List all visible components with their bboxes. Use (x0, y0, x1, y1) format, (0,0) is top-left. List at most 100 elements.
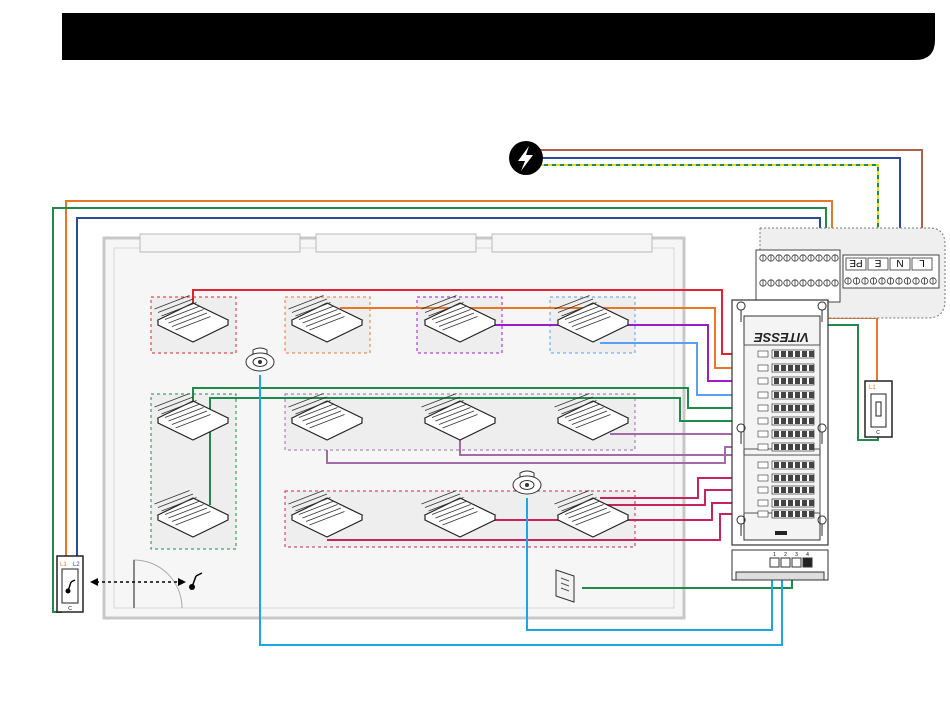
window (140, 234, 300, 252)
controller: VITESSE (732, 300, 828, 545)
connector-pin (788, 444, 793, 450)
connector-pin (774, 405, 779, 411)
connector-pin (781, 351, 786, 357)
controller-brand: VITESSE (754, 330, 809, 345)
connector-pin (788, 392, 793, 398)
window (492, 234, 652, 252)
connector-tab (758, 487, 768, 493)
connector-pin (781, 405, 786, 411)
connector-pin (809, 462, 814, 468)
connector-tab (758, 378, 768, 384)
connector-pin (788, 378, 793, 384)
connector-pin (809, 418, 814, 424)
connector-pin (781, 365, 786, 371)
connector-pin (774, 392, 779, 398)
connector-tab (758, 392, 768, 398)
terminal-label: PE (849, 257, 863, 268)
connector-tab (758, 431, 768, 437)
connector-pin (802, 444, 807, 450)
connector-pin (781, 500, 786, 506)
port-label: 2 (784, 552, 787, 558)
connector-pin (809, 431, 814, 437)
connector-pin (795, 378, 800, 384)
connector-pin (788, 500, 793, 506)
connector-pin (788, 487, 793, 493)
connector-pin (774, 351, 779, 357)
connector-pin (795, 418, 800, 424)
connector-pin (795, 475, 800, 481)
connector-pin (788, 405, 793, 411)
port-module: 1 2 3 4 (732, 550, 828, 580)
port-label: 1 (773, 552, 776, 558)
connector-pin (795, 444, 800, 450)
connector-pin (774, 462, 779, 468)
connector-pin (809, 487, 814, 493)
switch-label: C (68, 606, 72, 612)
terminal-label: N (896, 257, 903, 268)
connector-pin (774, 444, 779, 450)
connector-pin (788, 351, 793, 357)
connector-pin (795, 392, 800, 398)
connector-pin (809, 405, 814, 411)
connector-pin (802, 500, 807, 506)
connector-pin (809, 511, 814, 517)
port-label: 3 (795, 552, 798, 558)
connector-pin (788, 365, 793, 371)
connector-pin (809, 500, 814, 506)
connector-pin (809, 392, 814, 398)
switch-label: L1 (869, 385, 876, 391)
connector-pin (781, 418, 786, 424)
connector-tab (758, 351, 768, 357)
connector-pin (809, 378, 814, 384)
connector-pin (774, 500, 779, 506)
connector-pin (774, 431, 779, 437)
connector-pin (788, 511, 793, 517)
left-wall-switch: L1 L2 C (57, 556, 83, 612)
connector-tab (758, 444, 768, 450)
connector-tab (758, 511, 768, 517)
terminal-label: E (874, 257, 881, 268)
connector-pin (795, 500, 800, 506)
connector-pin (795, 351, 800, 357)
connector-pin (809, 444, 814, 450)
port-label: 4 (806, 552, 809, 558)
connector-pin (781, 444, 786, 450)
connector-pin (802, 487, 807, 493)
connector-pin (802, 462, 807, 468)
header-bar (62, 13, 935, 60)
lightning-bolt-icon (509, 141, 543, 175)
connector-pin (781, 431, 786, 437)
connector-pin (802, 378, 807, 384)
connector-tab (758, 365, 768, 371)
wall-keypad-icon (556, 570, 574, 602)
connector-pin (802, 431, 807, 437)
connector-pin (774, 365, 779, 371)
connector-pin (809, 475, 814, 481)
connector-pin (802, 418, 807, 424)
connector-pin (795, 405, 800, 411)
connector-pin (802, 475, 807, 481)
connector-tab (758, 500, 768, 506)
connector-tab (758, 405, 768, 411)
connector-pin (788, 462, 793, 468)
switch-label: L1 (60, 562, 67, 568)
connector-pin (781, 378, 786, 384)
connector-pin (774, 378, 779, 384)
connector-pin (802, 405, 807, 411)
connector-pin (774, 475, 779, 481)
window (316, 234, 476, 252)
connector-pin (795, 487, 800, 493)
connector-pin (802, 511, 807, 517)
connector-pin (802, 365, 807, 371)
connector-pin (809, 351, 814, 357)
connector-pin (788, 418, 793, 424)
connector-pin (795, 511, 800, 517)
switch-label: L2 (73, 562, 80, 568)
switch-label: C (876, 430, 880, 436)
connector-tab (758, 418, 768, 424)
connector-pin (795, 431, 800, 437)
connector-tab (758, 462, 768, 468)
connector-pin (781, 462, 786, 468)
connector-pin (802, 392, 807, 398)
